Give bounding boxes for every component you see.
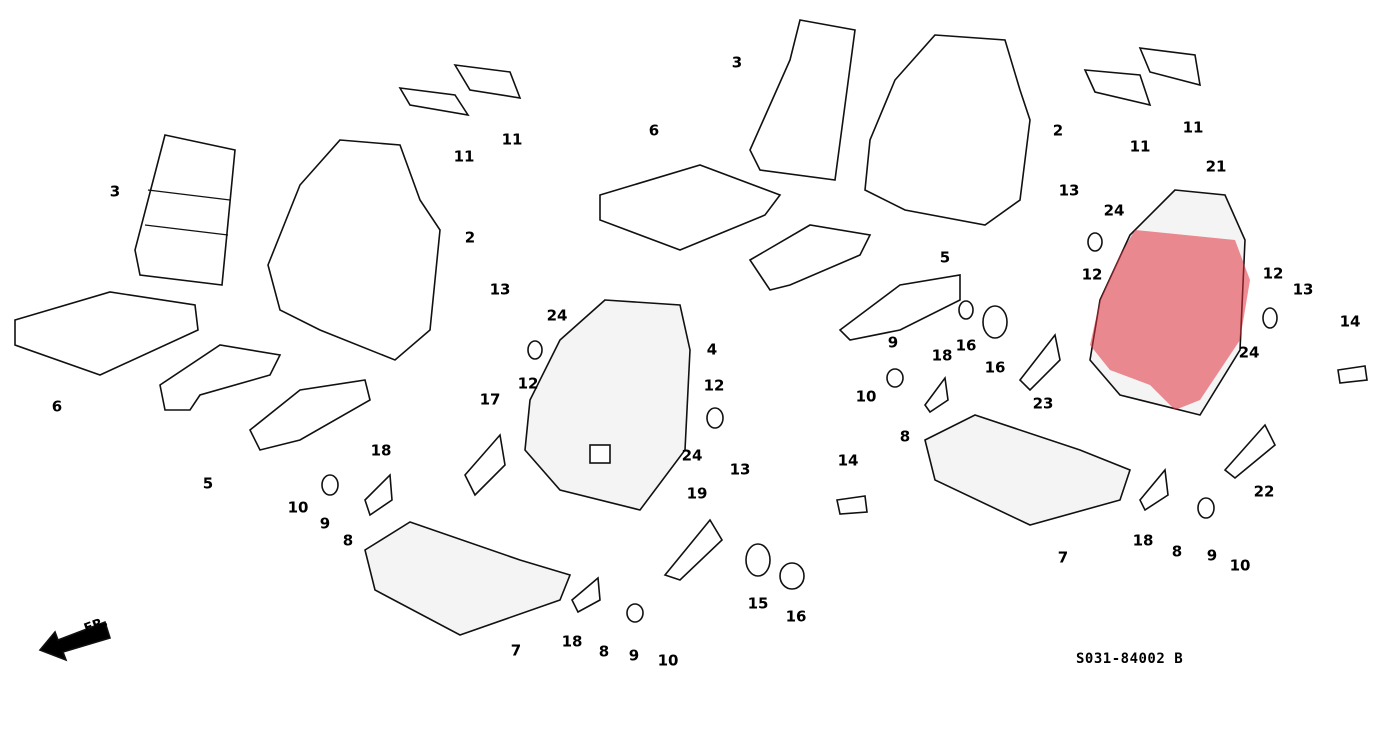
armrest-left-1 [398,87,470,117]
callout[interactable]: 8 [899,427,911,446]
callout[interactable]: 11 [453,147,475,166]
callout[interactable]: 2 [1052,121,1064,140]
armrest-left-2 [453,63,522,100]
cushion-pad-right [599,164,782,251]
callout[interactable]: 14 [837,451,859,470]
callout[interactable]: 12 [1262,264,1284,283]
highlight-seatback-21 [1090,230,1250,410]
armrest-right-2 [1138,47,1201,87]
callout[interactable]: 15 [747,594,769,613]
callout[interactable]: 11 [1129,137,1151,156]
callout[interactable]: 10 [657,651,679,670]
callout[interactable]: 7 [510,641,522,660]
callout[interactable]: 9 [1206,546,1218,565]
callout[interactable]: 11 [1182,118,1204,137]
callout[interactable]: 13 [1058,181,1080,200]
armrest-right-1 [1083,69,1152,107]
diagram-code: S031-84002 B [1076,651,1184,667]
callout[interactable]: 13 [729,460,751,479]
callout[interactable]: 12 [1081,265,1103,284]
callout[interactable]: 24 [1238,343,1260,362]
callout[interactable]: 10 [855,387,877,406]
seatback-cover-right [864,34,1031,226]
cushion-pad-left [14,291,199,376]
callout[interactable]: 8 [342,531,354,550]
callout[interactable]: 9 [887,333,899,352]
callout[interactable]: 17 [479,390,501,409]
callout[interactable]: 5 [202,474,214,493]
callout[interactable]: 18 [1132,531,1154,550]
callout[interactable]: 6 [648,121,660,140]
callout[interactable]: 12 [703,376,725,395]
callout[interactable]: 5 [939,248,951,267]
callout[interactable]: 14 [1339,312,1361,331]
callout[interactable]: 18 [931,346,953,365]
callout[interactable]: 16 [984,358,1006,377]
seatback-cover-left [267,139,441,361]
callout[interactable]: 8 [598,642,610,661]
callout[interactable]: 3 [109,182,121,201]
callout[interactable]: 13 [489,280,511,299]
seatback-frame-4 [524,299,691,511]
callout[interactable]: 7 [1057,548,1069,567]
callout[interactable]: 16 [955,336,977,355]
callout[interactable]: 11 [501,130,523,149]
callout[interactable]: 6 [51,397,63,416]
callout[interactable]: 24 [546,306,568,325]
callout[interactable]: 9 [319,514,331,533]
callout[interactable]: 16 [785,607,807,626]
seat-cushion-cover-right [749,19,856,181]
side-pad-left [159,344,282,411]
callout[interactable]: 10 [287,498,309,517]
callout[interactable]: 18 [370,441,392,460]
callout[interactable]: 12 [517,374,539,393]
callout[interactable]: 9 [628,646,640,665]
front-arrow-icon [38,620,112,662]
seat-frame-7-right [924,414,1131,526]
callout[interactable]: 24 [1103,201,1125,220]
callout[interactable]: 21 [1205,157,1227,176]
callout[interactable]: 10 [1229,556,1251,575]
callout[interactable]: 4 [706,340,718,359]
callout[interactable]: 24 [681,446,703,465]
callout[interactable]: 3 [731,53,743,72]
callout[interactable]: 2 [464,228,476,247]
callout[interactable]: 22 [1253,482,1275,501]
callout[interactable]: 18 [561,632,583,651]
callout[interactable]: 19 [686,484,708,503]
callout[interactable]: 23 [1032,394,1054,413]
seat-frame-7 [364,521,572,636]
seat-cushion-cover-left [134,134,236,286]
callout[interactable]: 8 [1171,542,1183,561]
callout[interactable]: 13 [1292,280,1314,299]
